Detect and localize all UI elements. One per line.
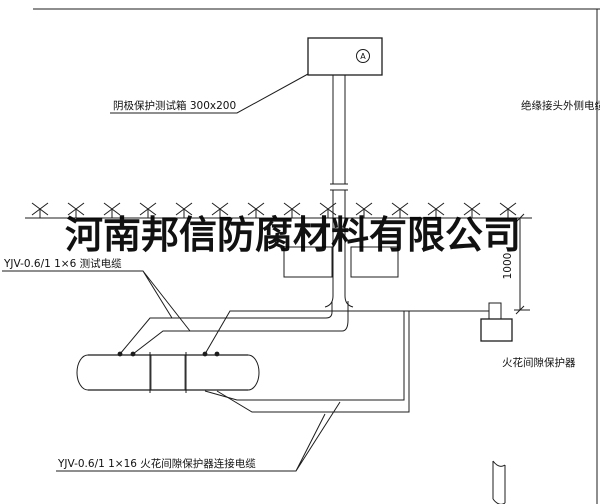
- label-test-cable: YJV-0.6/1 1×6 测试电缆: [3, 257, 122, 270]
- cables: [119, 301, 489, 413]
- drawing-frame: [33, 8, 600, 504]
- label-insulation-joint-cable: 绝缘接头外侧电缆: [521, 99, 600, 112]
- conduit-riser: [324, 75, 354, 308]
- labels: 阴极保护测试箱 300x200 绝缘接头外侧电缆 YJV-0.6/1 1×6 测…: [3, 99, 600, 470]
- protector-cable-lower-1: [204, 311, 405, 401]
- pipe-end-right: [247, 354, 260, 391]
- protector-stem: [488, 302, 502, 320]
- pipe-end-left: [76, 354, 89, 391]
- cable-hook-right: [344, 295, 354, 308]
- test-box: A: [307, 37, 383, 76]
- dimension-value: 1000: [502, 253, 514, 280]
- label-test-box: 阴极保护测试箱 300x200: [113, 99, 236, 112]
- ground-line: [25, 202, 532, 219]
- insulating-joint-hatch: [150, 354, 186, 391]
- test-cable-1: [119, 301, 333, 355]
- concrete-block-left: [283, 246, 333, 278]
- concrete-block-right: [350, 246, 399, 278]
- concrete-foundation: [283, 246, 399, 278]
- leader-lines: [2, 73, 341, 472]
- cable-hook-left: [324, 295, 334, 308]
- pipeline: [76, 351, 260, 393]
- spark-cable-leader: [56, 401, 341, 472]
- test-cable-leader: [2, 270, 191, 332]
- protector-cable-lower-2: [216, 311, 410, 413]
- dimension-1000: 1000: [502, 213, 530, 315]
- protector-cable-upper: [204, 310, 489, 355]
- label-spark-gap-cable: YJV-0.6/1 1×16 火花间隙保护器连接电缆: [57, 457, 256, 470]
- joint-flanges: [149, 352, 187, 393]
- cable-clamp-dots: [117, 351, 220, 357]
- terminal-letter: A: [360, 52, 366, 61]
- conduit-coupling: [330, 183, 348, 191]
- company-watermark: 河南邦信防腐材料有限公司: [65, 212, 521, 257]
- protector-body: [480, 318, 513, 342]
- pipe-break-symbol: [492, 460, 506, 504]
- label-spark-gap-protector: 火花间隙保护器: [502, 356, 576, 369]
- test-box-leader: [110, 73, 309, 114]
- terminal-circle: [356, 49, 370, 63]
- test-cable-2: [132, 301, 349, 355]
- spark-gap-protector: [480, 302, 513, 342]
